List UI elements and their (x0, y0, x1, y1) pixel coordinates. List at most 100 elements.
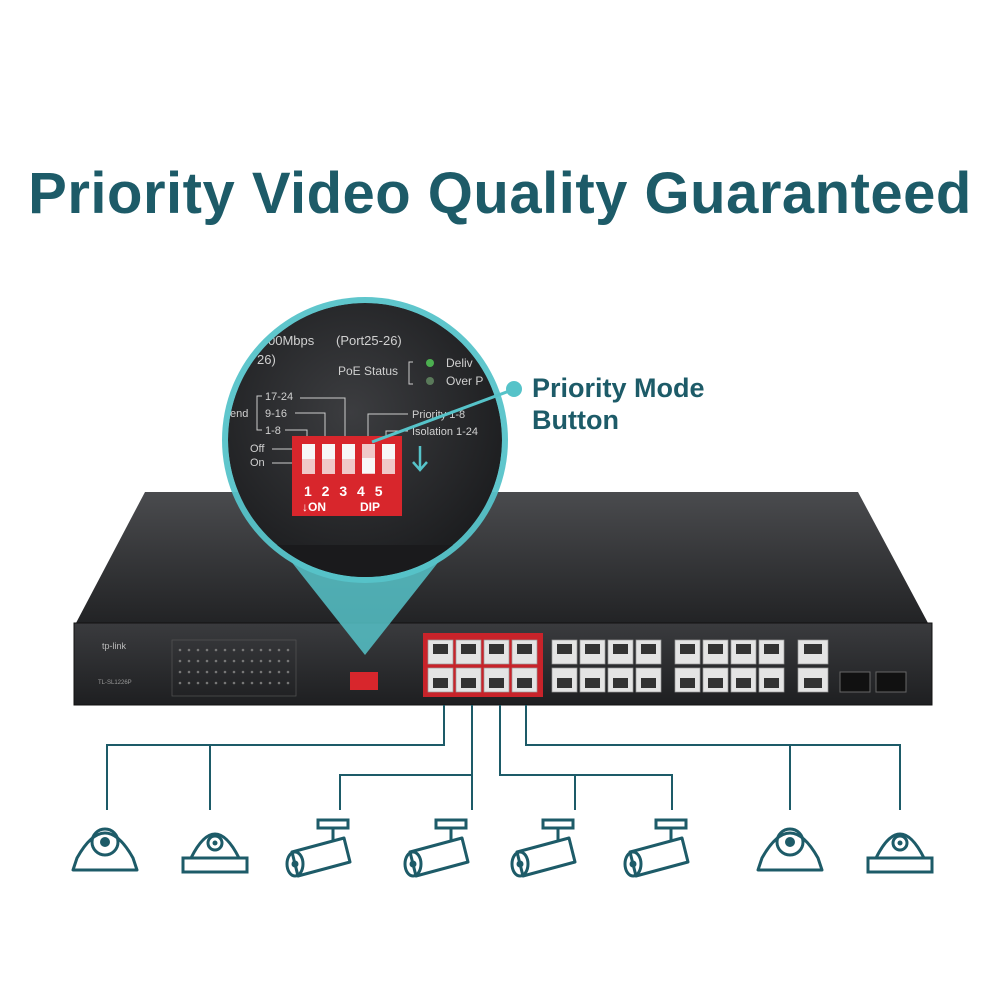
arrow-down-icon (412, 446, 428, 472)
led (241, 670, 245, 674)
led (205, 648, 209, 652)
port-socket (461, 644, 476, 654)
bullet-camera-icon (285, 818, 352, 878)
led (277, 648, 281, 652)
led (250, 648, 254, 652)
callout-line2: Button (532, 405, 619, 435)
port-socket (804, 644, 822, 654)
port-socket (680, 678, 695, 688)
model-label: TL-SL1226P (98, 680, 132, 686)
led (232, 681, 236, 685)
bullet-camera-icon (510, 818, 577, 878)
zoom-partial: 26) (257, 352, 276, 367)
led (268, 648, 272, 652)
led-indicators (178, 648, 290, 685)
led (214, 681, 218, 685)
led (232, 670, 236, 674)
callout-dot (506, 381, 522, 397)
port-socket (680, 644, 695, 654)
page-title: Priority Video Quality Guaranteed (28, 161, 972, 226)
zoom-group3: 1-8 (265, 425, 281, 437)
led (286, 659, 290, 663)
dip-numbers: 1 2 3 4 5 (304, 483, 386, 499)
led (196, 648, 200, 652)
dome-camera-icon (756, 827, 824, 872)
dip-on: ↓ON (302, 500, 326, 514)
led (241, 648, 245, 652)
dip-toggles (302, 444, 395, 474)
led (241, 681, 245, 685)
zoom-on: On (250, 457, 265, 469)
port-socket (433, 678, 448, 688)
port-socket (613, 678, 628, 688)
port-socket (585, 644, 600, 654)
led (196, 670, 200, 674)
poe-led-dim (426, 377, 434, 385)
dome-camera-icon (181, 832, 249, 874)
port-socket (736, 644, 751, 654)
led (259, 670, 263, 674)
dome-camera-icon (866, 832, 934, 874)
led (250, 659, 254, 663)
sfp-slot-1 (839, 671, 871, 693)
led (214, 659, 218, 663)
brand-logo: tp-link (102, 641, 127, 651)
port-socket (708, 644, 723, 654)
zoom-extend: end (230, 408, 248, 420)
led-panel (171, 639, 297, 697)
zoom-ports: (Port25-26) (336, 333, 402, 348)
zoom-poe-state1: Deliv (446, 356, 473, 370)
led (259, 659, 263, 663)
ethernet-port (730, 639, 757, 665)
dip-knob (342, 444, 355, 459)
sfp-slot-2 (875, 671, 907, 693)
led (196, 681, 200, 685)
led (250, 681, 254, 685)
led (178, 670, 182, 674)
led (241, 659, 245, 663)
port-socket (557, 678, 572, 688)
led (178, 648, 182, 652)
port-socket (641, 678, 656, 688)
led (196, 659, 200, 663)
port-socket (613, 644, 628, 654)
callout-line1: Priority Mode (532, 373, 705, 403)
dip-knob (382, 444, 395, 459)
zoom-poe-state2: Over P (446, 374, 483, 388)
zoom-group2: 9-16 (265, 408, 287, 420)
led (178, 681, 182, 685)
led (286, 648, 290, 652)
zoom-pointer (290, 560, 440, 655)
port-socket (461, 678, 476, 688)
bullet-camera-icon (623, 818, 690, 878)
led (223, 648, 227, 652)
led (187, 681, 191, 685)
connection-lines (106, 705, 901, 810)
zoom-line-speed: 00Mbps (268, 333, 315, 348)
led (268, 670, 272, 674)
zoom-poe-status: PoE Status (338, 364, 398, 378)
port-socket (764, 644, 779, 654)
zoom-isolation: Isolation 1-24 (412, 426, 478, 438)
led (277, 659, 281, 663)
led (205, 659, 209, 663)
led (223, 670, 227, 674)
dip-knob (302, 444, 315, 459)
switch-top (76, 492, 928, 623)
camera-row (71, 818, 934, 878)
zoom-off: Off (250, 443, 265, 455)
dip-label: DIP (360, 500, 380, 514)
led (223, 659, 227, 663)
led (187, 648, 191, 652)
port-socket (641, 644, 656, 654)
led (205, 681, 209, 685)
port-socket (557, 644, 572, 654)
port-socket (764, 678, 779, 688)
led (223, 681, 227, 685)
led (187, 659, 191, 663)
led (277, 681, 281, 685)
led (268, 681, 272, 685)
led (268, 659, 272, 663)
zoom-group1: 17-24 (265, 391, 293, 403)
